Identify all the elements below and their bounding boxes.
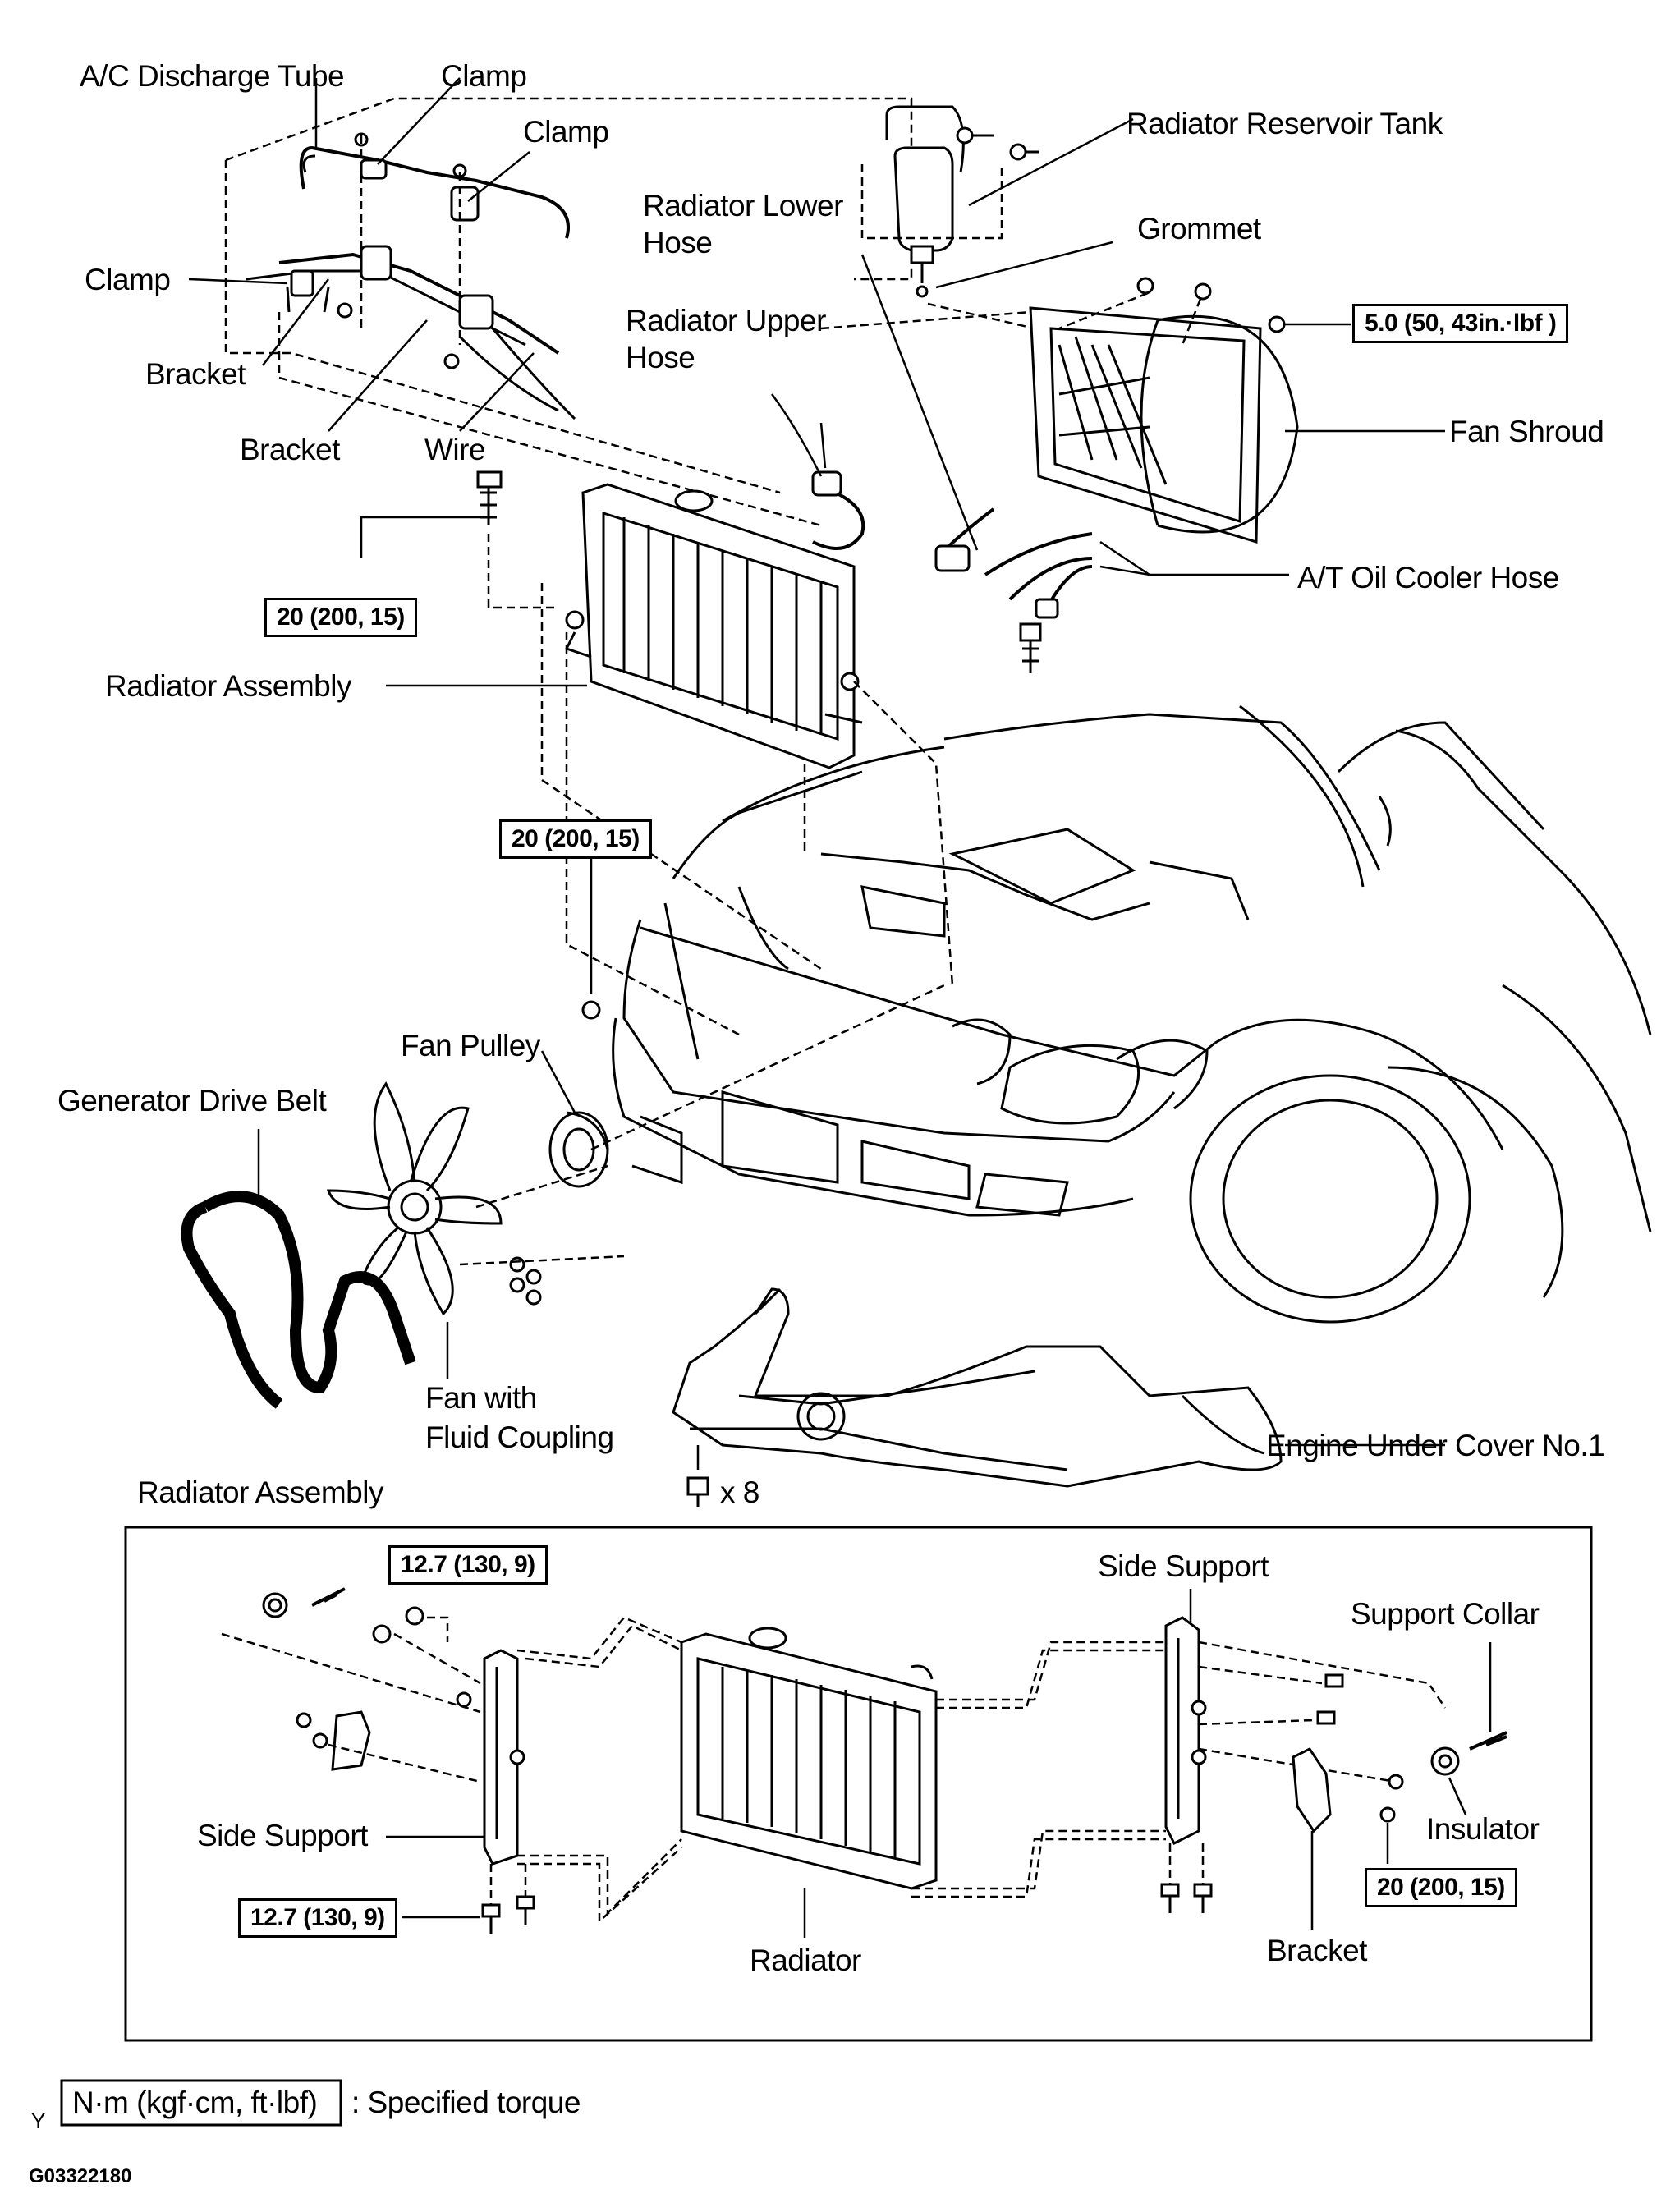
vehicle-front (612, 704, 1652, 1324)
label-side-support-left: Side Support (197, 1819, 368, 1852)
torque-radiator-bottom: 20 (200, 15) (499, 819, 652, 859)
label-clamp-top: Clamp (441, 59, 527, 93)
legend-marker: Y (31, 2109, 46, 2133)
label-fan-pulley: Fan Pulley (401, 1029, 540, 1062)
label-bracket-inset: Bracket (1267, 1934, 1367, 1967)
torque-fan-shroud: 5.0 (50, 43in.·lbf ) (1352, 304, 1569, 343)
fan-shroud (1029, 277, 1299, 544)
label-radiator-reservoir-tank: Radiator Reservoir Tank (1127, 107, 1443, 140)
label-radiator-upper-hose-line2: Hose (626, 341, 695, 374)
label-radiator-lower-hose-line1: Radiator Lower (643, 189, 843, 223)
torque-inset-right: 20 (200, 15) (1365, 1868, 1517, 1907)
figure-code: G03322180 (29, 2165, 132, 2187)
label-engine-under-cover: Engine Under Cover No.1 (1266, 1429, 1605, 1462)
label-grommet: Grommet (1137, 212, 1261, 246)
label-wire: Wire (424, 433, 486, 466)
label-insulator: Insulator (1426, 1812, 1540, 1846)
label-inset-title: Radiator Assembly (137, 1475, 383, 1509)
label-clamp-left: Clamp (85, 263, 171, 296)
inset-radiator (680, 1627, 938, 1890)
engine-under-cover-part (672, 1287, 1283, 1488)
label-ac-discharge-tube: A/C Discharge Tube (80, 59, 345, 93)
ac-tube-assembly (246, 132, 576, 420)
label-radiator-upper-hose-line1: Radiator Upper (626, 304, 826, 337)
label-side-support-right: Side Support (1098, 1549, 1269, 1583)
label-bracket-left: Bracket (145, 357, 246, 391)
label-fan-fluid-coupling-line1: Fan with (425, 1381, 537, 1415)
label-x8: x 8 (720, 1475, 759, 1509)
label-at-oil-cooler-hose: A/T Oil Cooler Hose (1297, 561, 1559, 594)
label-radiator: Radiator (750, 1944, 861, 1977)
label-fan-shroud: Fan Shroud (1449, 415, 1604, 448)
label-generator-drive-belt: Generator Drive Belt (57, 1084, 327, 1117)
inset-left-side-support (456, 1649, 525, 1866)
torque-radiator-top: 20 (200, 15) (264, 598, 417, 637)
inset-right-side-support (1164, 1616, 1207, 1846)
inset-frame (124, 1526, 1593, 2042)
label-clamp-mid: Clamp (523, 115, 609, 149)
label-radiator-assembly: Radiator Assembly (105, 669, 351, 703)
torque-inset-bottom-left: 12.7 (130, 9) (238, 1898, 397, 1938)
radiator-main (564, 483, 863, 769)
label-fan-fluid-coupling-line2: Fluid Coupling (425, 1420, 614, 1454)
drive-belt-part (181, 1191, 416, 1409)
label-support-collar: Support Collar (1351, 1597, 1540, 1631)
torque-inset-top-left: 12.7 (130, 9) (388, 1545, 548, 1585)
label-radiator-lower-hose-line2: Hose (643, 226, 713, 259)
label-bracket-mid: Bracket (240, 433, 340, 466)
legend-torque-box: N·m (kgf·cm, ft·lbf) (72, 2086, 318, 2119)
legend-specified-torque: : Specified torque (351, 2086, 581, 2119)
fan-part (326, 1081, 608, 1316)
